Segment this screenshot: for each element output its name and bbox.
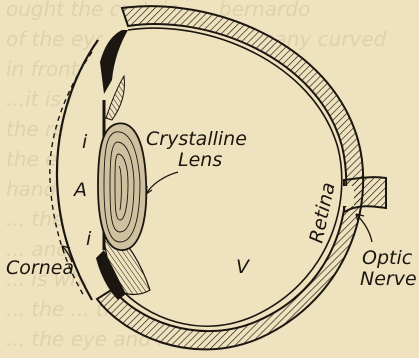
label-lens: Lens	[178, 149, 222, 171]
label-nerve: Nerve	[360, 268, 417, 290]
label-vitreous: V	[236, 256, 251, 278]
label-crystalline: Crystalline	[146, 128, 247, 150]
crystalline-lens	[98, 123, 146, 250]
label-iris-upper: i	[82, 131, 88, 153]
label-cornea: Cornea	[6, 257, 74, 279]
label-optic: Optic	[362, 247, 413, 269]
label-aqueous: A	[72, 179, 87, 201]
label-iris-lower: i	[86, 228, 92, 250]
